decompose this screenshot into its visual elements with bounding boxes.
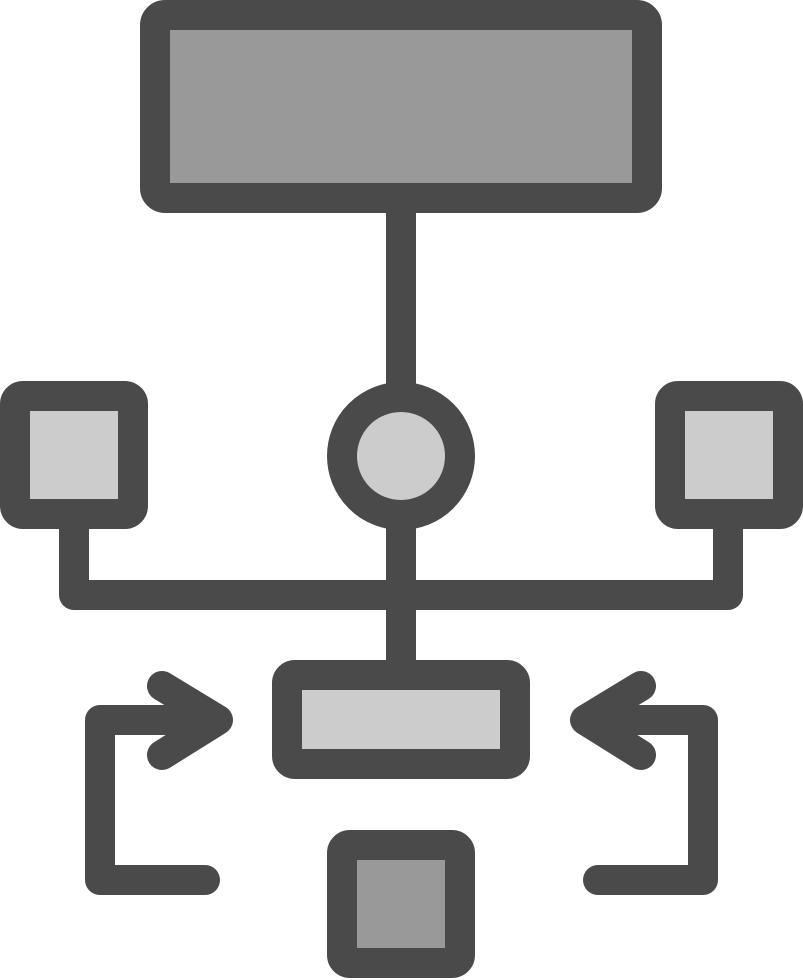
right-arrow-head-icon bbox=[570, 671, 656, 770]
top-block bbox=[140, 0, 662, 213]
branch-connector-line bbox=[59, 500, 743, 610]
bottom-square bbox=[327, 830, 475, 978]
hub-circle bbox=[327, 382, 475, 530]
left-return-arrow bbox=[85, 671, 233, 895]
left-square bbox=[0, 381, 148, 529]
connectors bbox=[59, 185, 743, 685]
right-square bbox=[655, 381, 803, 529]
left-arrow-head-icon bbox=[147, 671, 233, 770]
right-arrow-shaft bbox=[578, 705, 718, 895]
left-arrow-shaft bbox=[85, 705, 225, 895]
center-block bbox=[272, 660, 530, 779]
right-return-arrow bbox=[570, 671, 718, 895]
